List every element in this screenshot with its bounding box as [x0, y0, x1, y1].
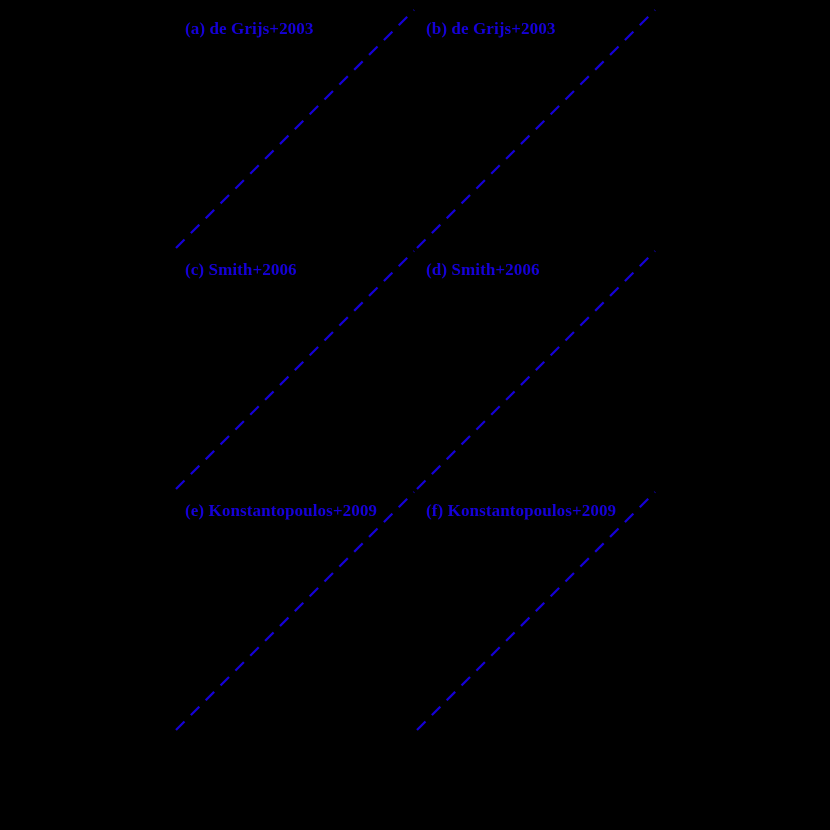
panel-a-plot-area — [175, 9, 415, 249]
panel-c-plot-area — [175, 250, 415, 490]
panel-d: (d) Smith+2006 — [416, 250, 656, 490]
panel-b-plot-area — [416, 9, 656, 249]
panel-f: (f) Konstantopoulos+2009 — [416, 491, 656, 731]
panel-e-label: (e) Konstantopoulos+2009 — [185, 501, 378, 520]
one-to-one-line — [175, 9, 415, 249]
panel-f-plot-area — [416, 491, 656, 731]
panel-c-label: (c) Smith+2006 — [185, 260, 297, 279]
panel-f-label: (f) Konstantopoulos+2009 — [426, 501, 617, 520]
panel-a-label: (a) de Grijs+2003 — [185, 19, 314, 38]
panel-b: (b) de Grijs+2003 — [416, 9, 656, 249]
panel-e-plot-area — [175, 491, 415, 731]
panel-d-plot-area — [416, 250, 656, 490]
panel-e: (e) Konstantopoulos+2009 — [175, 491, 415, 731]
one-to-one-line — [175, 491, 415, 731]
panel-c: (c) Smith+2006 — [175, 250, 415, 490]
one-to-one-line — [416, 491, 656, 731]
one-to-one-line — [416, 9, 656, 249]
panel-b-label: (b) de Grijs+2003 — [426, 19, 556, 38]
one-to-one-line — [175, 250, 415, 490]
panel-d-label: (d) Smith+2006 — [426, 260, 540, 279]
one-to-one-line — [416, 250, 656, 490]
panel-a: (a) de Grijs+2003 — [175, 9, 415, 249]
